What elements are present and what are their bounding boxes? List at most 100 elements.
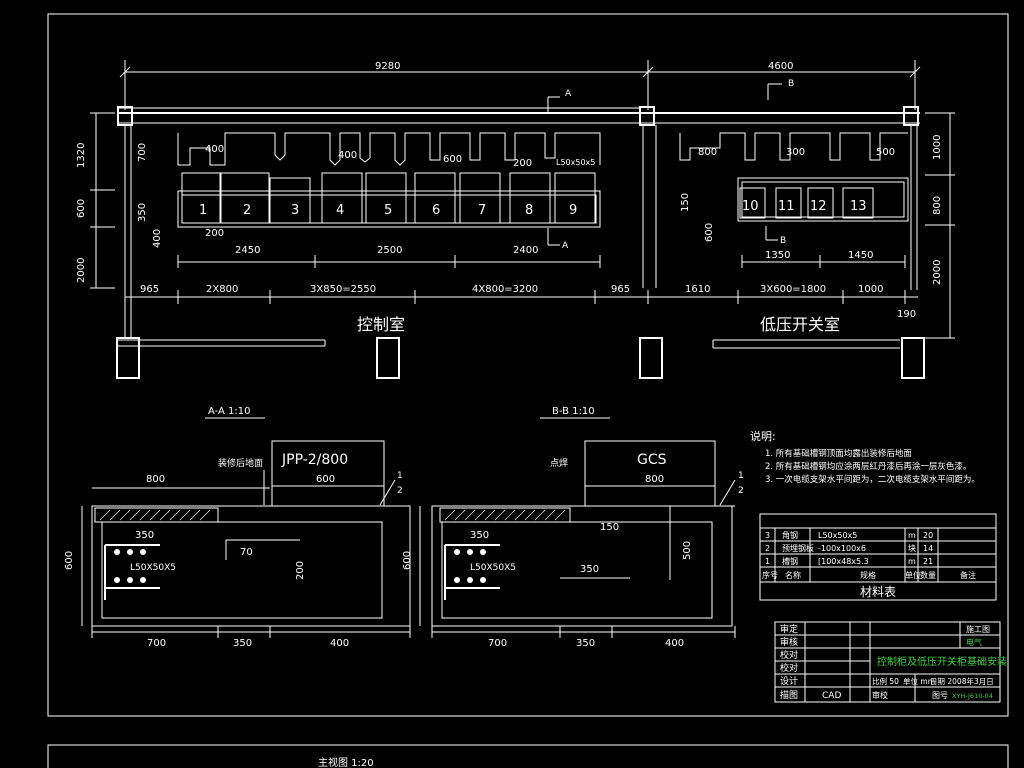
material-cell: 角钢 xyxy=(782,530,798,540)
section-mark-b-bottom: B xyxy=(780,236,786,246)
dim-text: 300 xyxy=(786,147,805,158)
dim-text: 1450 xyxy=(848,250,873,261)
dim-text: 150 xyxy=(600,522,619,533)
title-block-role: 校对 xyxy=(780,649,798,661)
dim-text: 9280 xyxy=(375,61,400,72)
dim-text: 190 xyxy=(897,309,916,320)
title-block-drawing-no: XYH-J610-04 xyxy=(952,692,993,700)
title-block-date: 日期 2008年3月日 xyxy=(930,676,994,686)
dim-text: 150 xyxy=(680,193,691,212)
cabinet-number: 1 xyxy=(199,203,207,218)
second-sheet-frame xyxy=(47,744,1009,768)
title-block: 审定 审核 校对 校对 设计 描图 CAD 施工图 电气 控制柜及低压开关柜基础… xyxy=(774,621,1007,703)
cabinet-number: 8 xyxy=(525,203,533,218)
dim-text: 200 xyxy=(295,561,306,580)
title-block-scale: 比例 50 xyxy=(872,676,899,686)
title-block-drawing-no-label: 图号 xyxy=(932,691,948,700)
dim-text: L50x50x5 xyxy=(556,158,595,167)
dim-text: 350 xyxy=(576,638,595,649)
dim-text: 400 xyxy=(665,638,684,649)
dim-text: 965 xyxy=(611,284,630,295)
dim-text: 700 xyxy=(137,143,148,162)
material-header: 数量 xyxy=(920,570,936,580)
cabinet-number: 5 xyxy=(384,203,392,218)
material-table-title: 材料表 xyxy=(860,585,896,599)
material-cell: 块 xyxy=(908,543,916,553)
title-block-role: 设计 xyxy=(780,675,798,687)
title-block-drawer: CAD xyxy=(822,691,841,701)
dim-text: 4600 xyxy=(768,61,793,72)
bottom-sheet-title: 主视图 1:20 xyxy=(318,756,374,768)
title-block-unit: 单位 mm xyxy=(903,676,935,686)
dim-text: 400 xyxy=(205,144,224,155)
material-cell: L50x50x5 xyxy=(818,531,857,540)
cabinet-number: 9 xyxy=(569,203,577,218)
title-block-drawing-name: 控制柜及低压开关柜基础安装 xyxy=(877,655,1007,668)
left-cabinets xyxy=(181,172,596,224)
dim-text: 2450 xyxy=(235,245,260,256)
drawing-frame xyxy=(47,13,1009,717)
notes-title: 说明: xyxy=(750,429,776,443)
marker: 2 xyxy=(738,486,744,496)
dim-text: 1320 xyxy=(76,143,87,168)
note-line: 2. 所有基础槽钢均应涂两层红丹漆后再涂一层灰色漆。 xyxy=(765,461,971,472)
title-block-stage: 施工图 xyxy=(966,624,990,634)
section-aa-title: A-A 1:10 xyxy=(208,406,251,417)
material-cell: 槽钢 xyxy=(782,556,798,566)
dim-text: 200 xyxy=(513,158,532,169)
notes-block: 说明: 1. 所有基础槽钢顶面均露出装修后地面 2. 所有基础槽钢均应涂两层红丹… xyxy=(750,429,980,485)
dim-text: 3X600=1800 xyxy=(760,284,826,295)
dim-text: 2000 xyxy=(76,258,87,283)
title-block-role: 描图 xyxy=(780,689,798,701)
dim-text: 2X800 xyxy=(206,284,238,295)
dim-text: 400 xyxy=(152,229,163,248)
dim-text: 600 xyxy=(443,154,462,165)
dim-text: 500 xyxy=(876,147,895,158)
cabinet-number: 13 xyxy=(850,199,867,214)
section-bb: B-B 1:10 GCS 点焊 800 150 350 L50X50X5 500… xyxy=(402,406,744,649)
dim-text: 1610 xyxy=(685,284,710,295)
dim-text: 200 xyxy=(205,228,224,239)
cabinet-number: 7 xyxy=(478,203,486,218)
dim-text: 400 xyxy=(330,638,349,649)
material-cell: 21 xyxy=(923,557,933,566)
dim-text: 400 xyxy=(338,150,357,161)
dim-text: 2000 xyxy=(932,260,943,285)
dim-text: 600 xyxy=(704,223,715,242)
material-header: 备注 xyxy=(960,570,976,580)
material-cell: 2 xyxy=(765,544,770,553)
section-mark-b-top: B xyxy=(788,79,794,89)
cabinet-number: 4 xyxy=(336,203,344,218)
dim-text: 350 xyxy=(470,530,489,541)
dim-text: 700 xyxy=(147,638,166,649)
cabinet-number: 3 xyxy=(291,203,299,218)
dim-text: 600 xyxy=(64,551,75,570)
cabinet-number: 10 xyxy=(742,199,759,214)
title-block-role: 审核 xyxy=(780,636,798,648)
dim-text: 350 xyxy=(137,203,148,222)
cabinet-number: 11 xyxy=(778,199,795,214)
marker: 1 xyxy=(397,471,403,481)
marker: 1 xyxy=(738,471,744,481)
dim-text: 700 xyxy=(488,638,507,649)
dim-text: 800 xyxy=(698,147,717,158)
section-mark-a-top: A xyxy=(565,89,572,99)
note-line: 1. 所有基础槽钢顶面均露出装修后地面 xyxy=(765,448,912,459)
weld-label: 点焊 xyxy=(550,457,568,469)
title-block-role: 审定 xyxy=(780,623,798,635)
dim-text: 800 xyxy=(932,196,943,215)
cabinet-number: 12 xyxy=(810,199,827,214)
note-line: 3. 一次电缆支架水平间距为，二次电缆支架水平间距为。 xyxy=(765,474,980,485)
room-label-lv-switch: 低压开关室 xyxy=(760,315,840,334)
dim-text: 500 xyxy=(682,541,693,560)
title-block-role: 校对 xyxy=(780,662,798,674)
dim-text: 800 xyxy=(146,474,165,485)
dim-text: 350 xyxy=(233,638,252,649)
dim-text: 600 xyxy=(76,199,87,218)
cabinet-label: GCS xyxy=(637,452,667,468)
material-cell: 预埋钢板 xyxy=(782,543,814,553)
material-cell: -100x100x6 xyxy=(818,544,866,553)
cabinet-number: 6 xyxy=(432,203,440,218)
section-mark-a-bottom: A xyxy=(562,241,569,251)
